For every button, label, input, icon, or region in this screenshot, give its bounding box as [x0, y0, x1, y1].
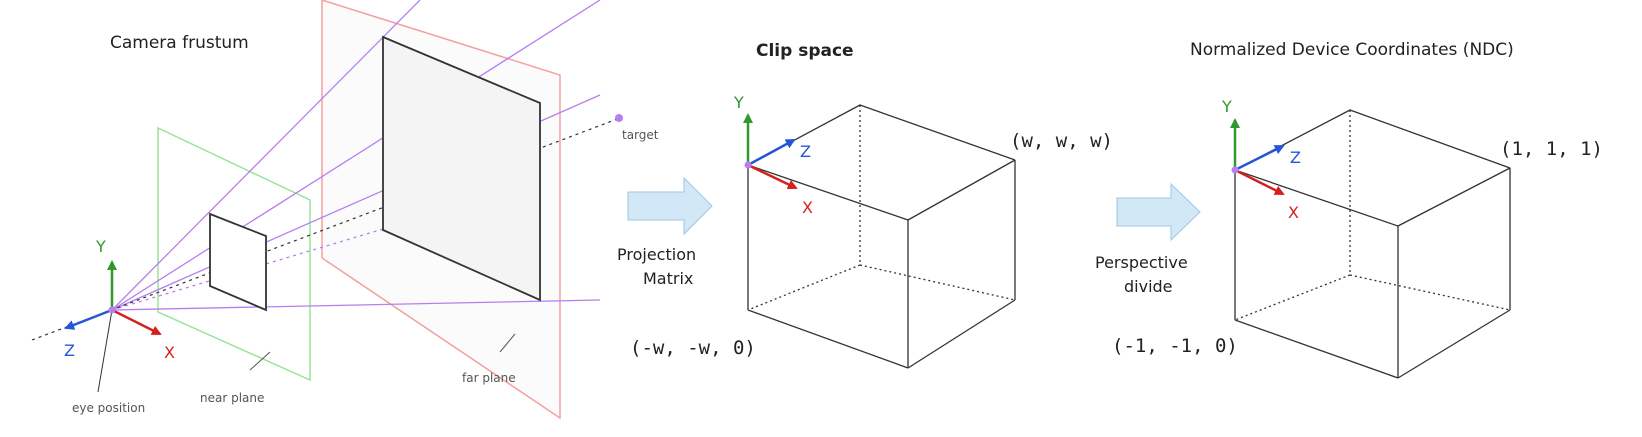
ndc-corner-max: (1, 1, 1) — [1500, 138, 1603, 160]
projection-label-line2: Matrix — [643, 269, 693, 288]
clip-corner-max: (w, w, w) — [1010, 130, 1113, 152]
z-axis-label: Z — [1290, 148, 1301, 167]
origin-point — [744, 161, 752, 169]
clip-space-panel: Clip space Y X Z — [630, 41, 1113, 369]
z-axis-label: Z — [800, 142, 811, 161]
x-axis-arrow — [1234, 168, 1285, 196]
target-point — [615, 114, 623, 122]
frustum-panel: Camera frustum target eye position near … — [31, 0, 659, 420]
eye-position-leader — [97, 309, 113, 393]
x-axis-arrow — [747, 163, 798, 190]
far-plane-label: far plane — [462, 371, 516, 385]
target-label: target — [622, 128, 659, 142]
projection-arrow: Projection Matrix — [617, 176, 713, 288]
far-rectangle — [382, 35, 541, 302]
clip-corner-min: (-w, -w, 0) — [630, 337, 756, 359]
x-axis-label: X — [164, 343, 175, 362]
clip-space-title: Clip space — [756, 41, 854, 61]
perspective-label-line1: Perspective — [1095, 253, 1188, 272]
eye-position-label: eye position — [72, 401, 145, 415]
y-axis-label: Y — [95, 237, 106, 256]
ndc-panel: Normalized Device Coordinates (NDC) Y X — [1112, 40, 1603, 379]
perspective-arrow: Perspective divide — [1095, 182, 1201, 296]
y-axis-label: Y — [1221, 97, 1232, 116]
ndc-corner-min: (-1, -1, 0) — [1112, 335, 1238, 357]
y-axis-label: Y — [733, 93, 744, 112]
origin-point — [1231, 166, 1239, 174]
ndc-title: Normalized Device Coordinates (NDC) — [1190, 40, 1514, 60]
eye-point — [108, 306, 116, 314]
z-axis-arrow — [747, 138, 796, 167]
projection-arrow-shape — [627, 176, 713, 236]
x-axis-label: X — [802, 198, 813, 217]
perspective-label-line2: divide — [1124, 277, 1173, 296]
near-plane-leader — [249, 351, 271, 371]
clip-axes: Y X Z — [733, 93, 813, 217]
far-plane-leader — [499, 333, 516, 353]
ndc-axes: Y X Z — [1221, 97, 1301, 222]
ndc-cube — [1234, 109, 1511, 379]
z-axis-arrow — [1234, 144, 1285, 172]
z-axis-arrow — [64, 308, 113, 330]
perspective-arrow-shape — [1116, 182, 1201, 242]
near-rectangle — [209, 212, 267, 312]
near-plane — [157, 126, 311, 382]
x-axis-arrow — [111, 308, 162, 336]
projection-label-line1: Projection — [617, 245, 696, 264]
frustum-title: Camera frustum — [110, 33, 249, 53]
near-plane-label: near plane — [200, 391, 264, 405]
x-axis-label: X — [1288, 203, 1299, 222]
frustum-axes: Y X Z — [64, 237, 175, 362]
z-axis-label: Z — [64, 341, 75, 360]
